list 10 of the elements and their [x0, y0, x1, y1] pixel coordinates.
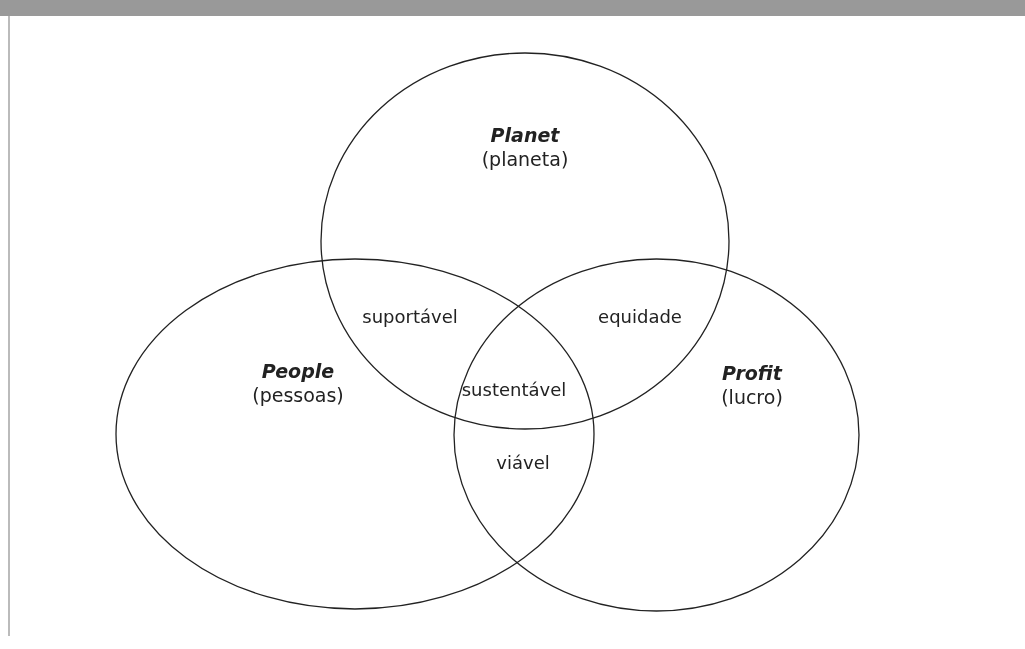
set-title: Profit — [721, 361, 783, 385]
overlap-label: viável — [496, 451, 550, 473]
set-subtitle: (lucro) — [721, 385, 783, 409]
set-title: Planet — [489, 123, 561, 147]
overlap-label: equidade — [598, 305, 682, 327]
overlap-label: sustentável — [461, 378, 567, 400]
set-subtitle: (planeta) — [481, 147, 569, 171]
set-subtitle: (pessoas) — [252, 383, 344, 407]
set-title: People — [260, 359, 336, 383]
overlap-label: suportável — [362, 305, 458, 327]
